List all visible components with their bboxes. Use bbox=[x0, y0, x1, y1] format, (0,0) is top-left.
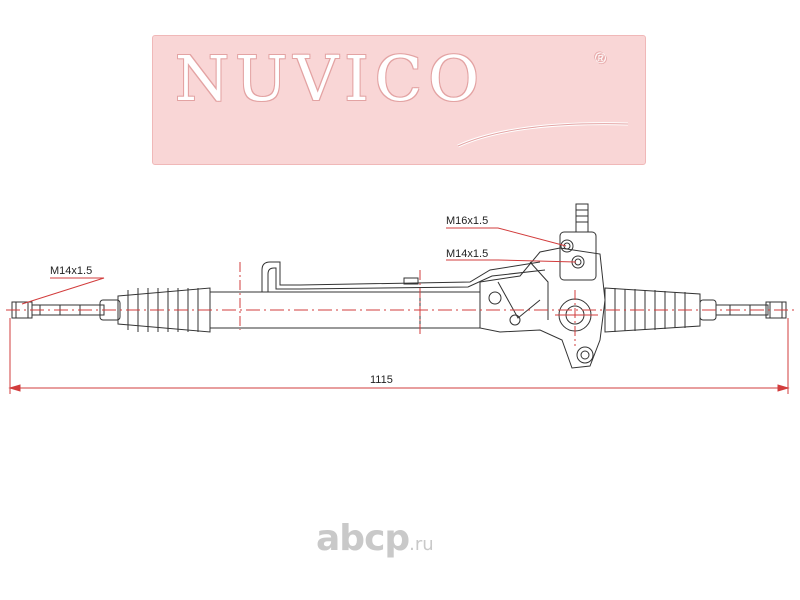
label-port-high: M16x1.5 bbox=[446, 215, 489, 227]
abcp-watermark: abcp.ru bbox=[316, 518, 434, 559]
label-overall-length: 1115 bbox=[370, 374, 393, 386]
leader-port-high bbox=[446, 227, 567, 247]
logo-text: NUVICO bbox=[175, 42, 486, 115]
leader-left-thread bbox=[21, 277, 105, 305]
watermark-brand: abcp bbox=[316, 518, 410, 559]
registered-mark: ® bbox=[595, 50, 607, 67]
label-port-low: M14x1.5 bbox=[446, 248, 489, 260]
leader-port-low bbox=[446, 259, 577, 263]
label-left-thread: M14x1.5 bbox=[50, 265, 93, 277]
hydraulic-line-short bbox=[267, 267, 546, 292]
logo-swoosh-icon bbox=[457, 122, 629, 148]
hydraulic-line-long bbox=[261, 261, 541, 292]
nuvico-logo: NUVICO ® bbox=[152, 35, 646, 165]
watermark-suffix: .ru bbox=[409, 534, 434, 555]
